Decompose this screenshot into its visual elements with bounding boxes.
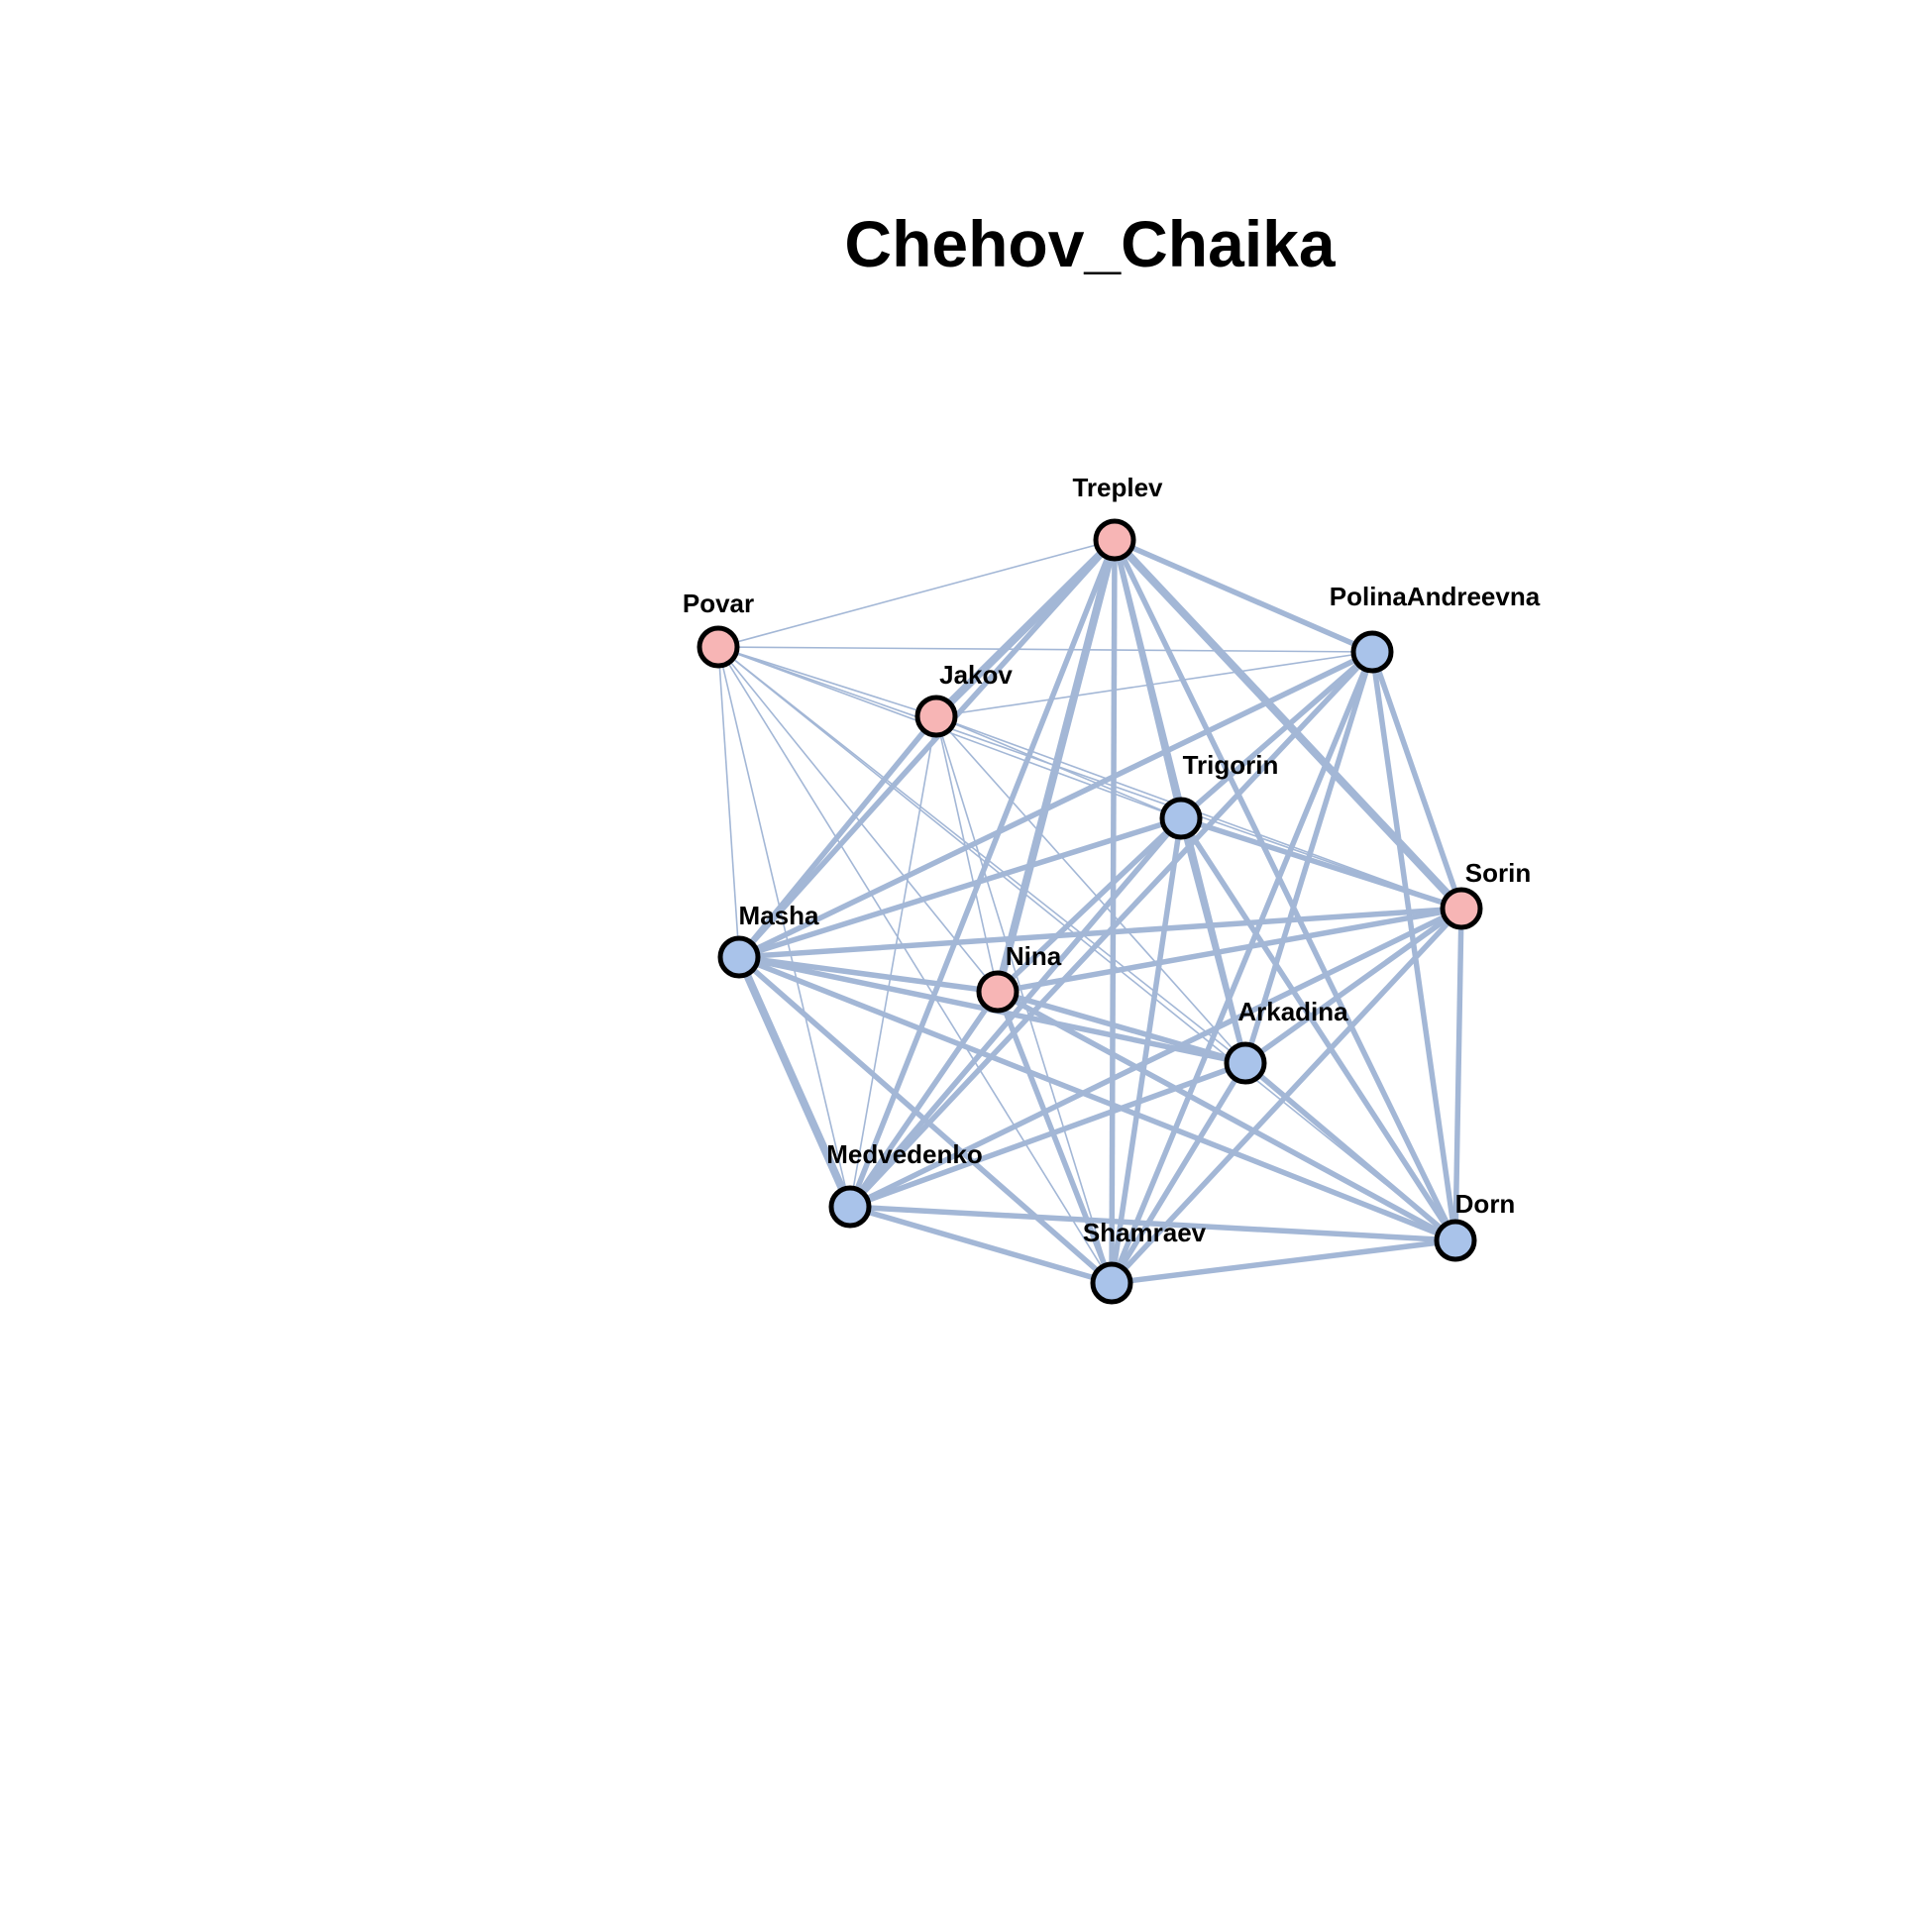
edge-polinaandreevna-trigorin (1179, 649, 1374, 821)
edge-polinaandreevna-shamraev (1109, 650, 1375, 1285)
edge-nina-medvedenko (847, 990, 1001, 1209)
diagram-title: Chehov_Chaika (844, 207, 1336, 280)
edge-povar-shamraev (717, 646, 1113, 1284)
edge-trigorin-nina (996, 816, 1183, 994)
edge-polinaandreevna-dorn (1369, 651, 1458, 1241)
edge-masha-shamraev (737, 954, 1114, 1286)
edge-arkadina-medvedenko (849, 1060, 1246, 1210)
edge-nina-arkadina (997, 989, 1246, 1066)
node-sorin (1440, 887, 1483, 930)
edge-trigorin-dorn (1178, 816, 1458, 1242)
edge-treplev-nina (994, 538, 1119, 994)
edge-nina-shamraev (995, 990, 1115, 1285)
node-dorn (1434, 1219, 1477, 1262)
edge-polinaandreevna-masha (737, 649, 1374, 960)
edge-povar-nina (717, 646, 999, 993)
node-label-sorin: Sorin (1465, 858, 1531, 888)
node-polinaandreevna (1350, 630, 1394, 674)
edge-trigorin-sorin (1180, 815, 1462, 912)
edge-masha-medvedenko (735, 955, 854, 1209)
edge-arkadina-dorn (1243, 1060, 1457, 1243)
edge-arkadina-shamraev (1109, 1061, 1248, 1285)
node-shamraev (1090, 1261, 1133, 1305)
edge-povar-medvedenko (717, 646, 851, 1208)
node-masha (717, 935, 761, 979)
node-povar (697, 625, 740, 669)
edge-sorin-masha (738, 906, 1462, 960)
node-jakov (914, 695, 958, 738)
node-label-jakov: Jakov (939, 660, 1013, 690)
node-label-nina: Nina (1006, 941, 1062, 971)
node-label-arkadina: Arkadina (1237, 997, 1348, 1026)
edge-treplev-dorn (1112, 538, 1458, 1242)
edge-povar-dorn (717, 646, 1456, 1241)
node-label-dorn: Dorn (1455, 1189, 1516, 1219)
edge-medvedenko-shamraev (849, 1204, 1113, 1286)
edge-medvedenko-dorn (849, 1204, 1456, 1243)
edge-treplev-masha (736, 538, 1118, 959)
edge-shamraev-dorn (1111, 1237, 1456, 1286)
node-medvedenko (828, 1185, 872, 1229)
edge-povar-treplev (717, 539, 1116, 648)
edge-masha-dorn (737, 954, 1457, 1243)
edge-polinaandreevna-sorin (1369, 651, 1464, 910)
node-treplev (1093, 518, 1136, 562)
edge-treplev-polinaandreevna (1113, 537, 1374, 655)
edge-sorin-arkadina (1243, 906, 1463, 1066)
node-arkadina (1224, 1041, 1267, 1085)
edge-jakov-arkadina (935, 715, 1246, 1064)
edge-povar-polinaandreevna (717, 646, 1373, 653)
edge-layer (717, 537, 1464, 1286)
edge-povar-sorin (717, 646, 1462, 910)
edge-povar-jakov (717, 646, 937, 717)
node-label-treplev: Treplev (1072, 473, 1163, 502)
edge-jakov-medvedenko (849, 715, 937, 1208)
edge-jakov-nina (935, 715, 999, 993)
edge-polinaandreevna-medvedenko (847, 650, 1375, 1209)
edge-jakov-polinaandreevna (935, 651, 1373, 717)
edge-sorin-dorn (1452, 908, 1464, 1241)
node-label-trigorin: Trigorin (1183, 750, 1279, 780)
edge-trigorin-arkadina (1178, 817, 1248, 1064)
edge-treplev-medvedenko (847, 538, 1118, 1209)
edge-treplev-shamraev (1109, 539, 1118, 1284)
edge-trigorin-masha (738, 815, 1182, 960)
node-label-masha: Masha (739, 901, 819, 930)
edge-masha-nina (738, 954, 999, 995)
edge-sorin-nina (997, 906, 1462, 995)
edge-trigorin-shamraev (1109, 817, 1184, 1284)
node-label-medvedenko: Medvedenko (826, 1139, 983, 1169)
edge-sorin-medvedenko (848, 906, 1463, 1210)
node-nina (976, 970, 1020, 1014)
node-label-shamraev: Shamraev (1083, 1218, 1207, 1247)
edge-nina-dorn (996, 989, 1457, 1243)
node-trigorin (1159, 797, 1203, 840)
edge-povar-masha (717, 646, 740, 958)
node-label-polinaandreevna: PolinaAndreevna (1330, 582, 1541, 611)
node-label-povar: Povar (683, 589, 754, 618)
